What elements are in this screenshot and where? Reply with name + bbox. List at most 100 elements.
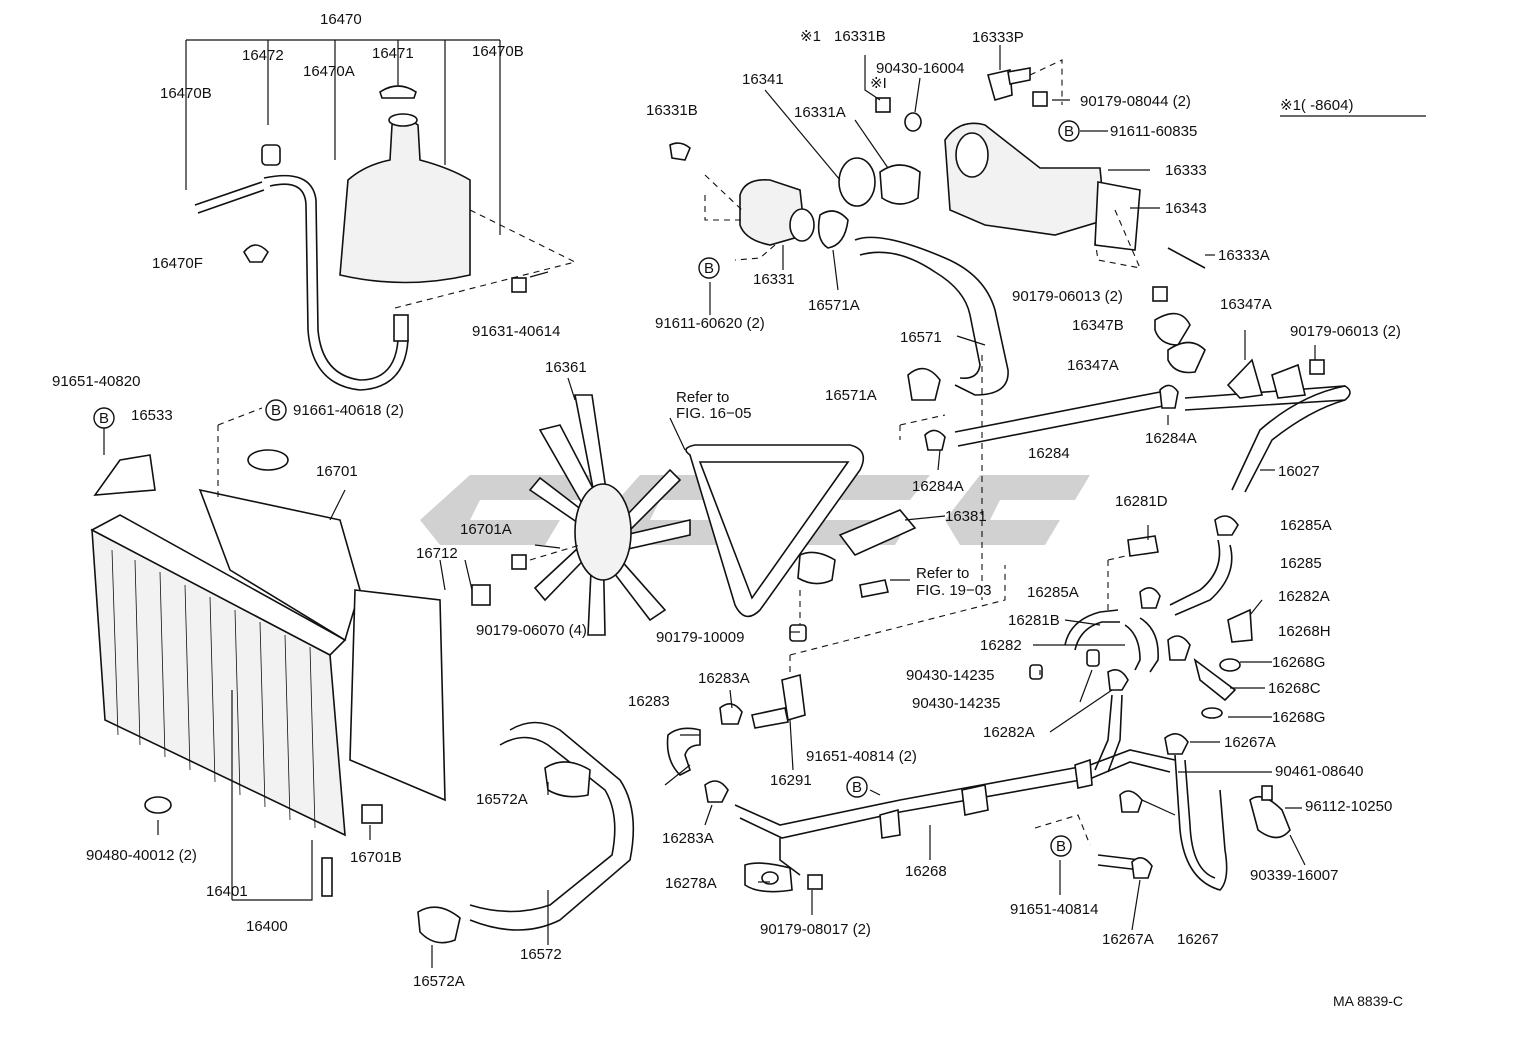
label-16267: 16267	[1177, 931, 1219, 948]
label-90461-08640: 90461-08640	[1275, 763, 1363, 780]
label-16281B: 16281B	[1008, 612, 1060, 629]
radiator-cushion	[144, 796, 172, 814]
label-16283A-top: 16283A	[698, 670, 750, 687]
b-marker-6	[1050, 835, 1072, 857]
clamp-16285A-l	[1139, 587, 1161, 609]
label-90179-06070: 90179-06070 (4)	[476, 622, 587, 639]
label-star1-a: ※1	[800, 28, 821, 45]
label-90480-40012: 90480-40012 (2)	[86, 847, 197, 864]
overflow-hose	[194, 181, 265, 214]
bracket-16381	[838, 509, 917, 556]
label-refer-to-1: Refer to	[676, 389, 729, 406]
hose-16285	[1169, 539, 1233, 616]
label-16282A-right: 16282A	[1278, 588, 1330, 605]
label-16291: 16291	[770, 772, 812, 789]
label-16701A: 16701A	[460, 521, 512, 538]
label-91661-40618: 91661-40618 (2)	[293, 402, 404, 419]
label-16381: 16381	[945, 508, 987, 525]
cooling-fan	[528, 394, 691, 636]
label-91611-60835: 91611-60835	[1110, 123, 1197, 140]
label-90179-06013-b: 90179-06013 (2)	[1290, 323, 1401, 340]
label-91651-40820: 91651-40820	[52, 373, 140, 390]
label-16282: 16282	[980, 637, 1022, 654]
label-90179-08017: 90179-08017 (2)	[760, 921, 871, 938]
radiator-shroud	[198, 488, 361, 642]
hose-fitting	[393, 314, 409, 342]
label-16331A: 16331A	[794, 104, 846, 121]
label-16331B-left: 16331B	[646, 102, 698, 119]
label-16268H: 16268H	[1278, 623, 1331, 640]
washer-16004	[904, 112, 922, 132]
label-16701B: 16701B	[350, 849, 402, 866]
hose-clip	[243, 244, 269, 263]
clamp-16572A-top	[544, 761, 591, 798]
clamp-16283A-bot	[704, 780, 729, 803]
hose-16027	[1231, 385, 1346, 493]
label-16572A-bottom: 16572A	[413, 973, 465, 990]
b-marker-2-label: B	[271, 402, 281, 419]
label-16533: 16533	[131, 407, 173, 424]
shroud-clip	[471, 584, 491, 606]
gasket-16268G-a	[1219, 658, 1241, 672]
fan-shroud	[349, 589, 446, 802]
upper-hose	[854, 236, 1009, 396]
label-16285A-left: 16285A	[1027, 584, 1079, 601]
label-16347B: 16347B	[1072, 317, 1124, 334]
plug-16281D	[1127, 535, 1159, 557]
b-marker-4	[1058, 120, 1080, 142]
pipe-16284	[954, 391, 1164, 447]
label-16284A-right: 16284A	[1145, 430, 1197, 447]
label-16470A: 16470A	[303, 63, 355, 80]
radiator-support	[361, 804, 383, 824]
thermostat	[879, 164, 921, 205]
label-90179-06013-a: 90179-06013 (2)	[1012, 288, 1123, 305]
label-16347A-left: 16347A	[1067, 357, 1119, 374]
reservoir-bushing	[261, 144, 281, 166]
label-16333P: 16333P	[972, 29, 1024, 46]
b-marker-5-label: B	[852, 779, 862, 796]
clamp-16571A	[907, 367, 941, 401]
b-marker-1-label: B	[99, 410, 109, 427]
hose-16283	[666, 727, 701, 776]
hose-16282A-link	[1094, 694, 1123, 773]
label-16282A-left: 16282A	[983, 724, 1035, 741]
label-16284: 16284	[1028, 445, 1070, 462]
label-16571: 16571	[900, 329, 942, 346]
nut-08017	[807, 874, 823, 890]
nut-06013-b	[1309, 359, 1325, 375]
hose-clamp	[817, 210, 849, 249]
label-16331B-top: 16331B	[834, 28, 886, 45]
clamp-16572A-bot	[417, 906, 461, 944]
clamp-16284A	[1159, 384, 1179, 409]
label-16470: 16470	[320, 11, 362, 28]
valve-90339-16007	[1249, 795, 1291, 839]
b-markers: B B B B B B	[93, 120, 1080, 857]
label-16027: 16027	[1278, 463, 1320, 480]
label-fig-19-03: FIG. 19−03	[916, 582, 991, 599]
label-16283: 16283	[628, 693, 670, 710]
heater-hose-assembly	[1029, 515, 1306, 931]
clamp-16284A-l	[924, 429, 946, 451]
clamp-16282A-l	[1107, 669, 1129, 691]
label-91651-40814-b: 91651-40814	[1010, 901, 1098, 918]
radiator-cap	[247, 449, 289, 471]
clamp-90461	[1119, 790, 1143, 813]
label-16285A-right: 16285A	[1280, 517, 1332, 534]
label-16472: 16472	[242, 47, 284, 64]
b-marker-3-label: B	[704, 260, 714, 277]
hose-16267	[1174, 754, 1228, 891]
reservoir-neck	[388, 113, 418, 127]
washer-14235-b	[1086, 649, 1100, 667]
label-16470F: 16470F	[152, 255, 203, 272]
label-16333: 16333	[1165, 162, 1207, 179]
nut-06013-a	[1152, 286, 1168, 302]
pipe-16347	[1184, 385, 1351, 411]
label-16572A-top: 16572A	[476, 791, 528, 808]
label-fig-16-05: FIG. 16−05	[676, 405, 751, 422]
hose-16282	[1124, 617, 1159, 673]
reservoir-tank	[339, 119, 471, 284]
label-16333A: 16333A	[1218, 247, 1270, 264]
clamp-16282A-r	[1167, 635, 1191, 661]
valve-16268H	[1227, 608, 1253, 643]
label-16400: 16400	[246, 918, 288, 935]
